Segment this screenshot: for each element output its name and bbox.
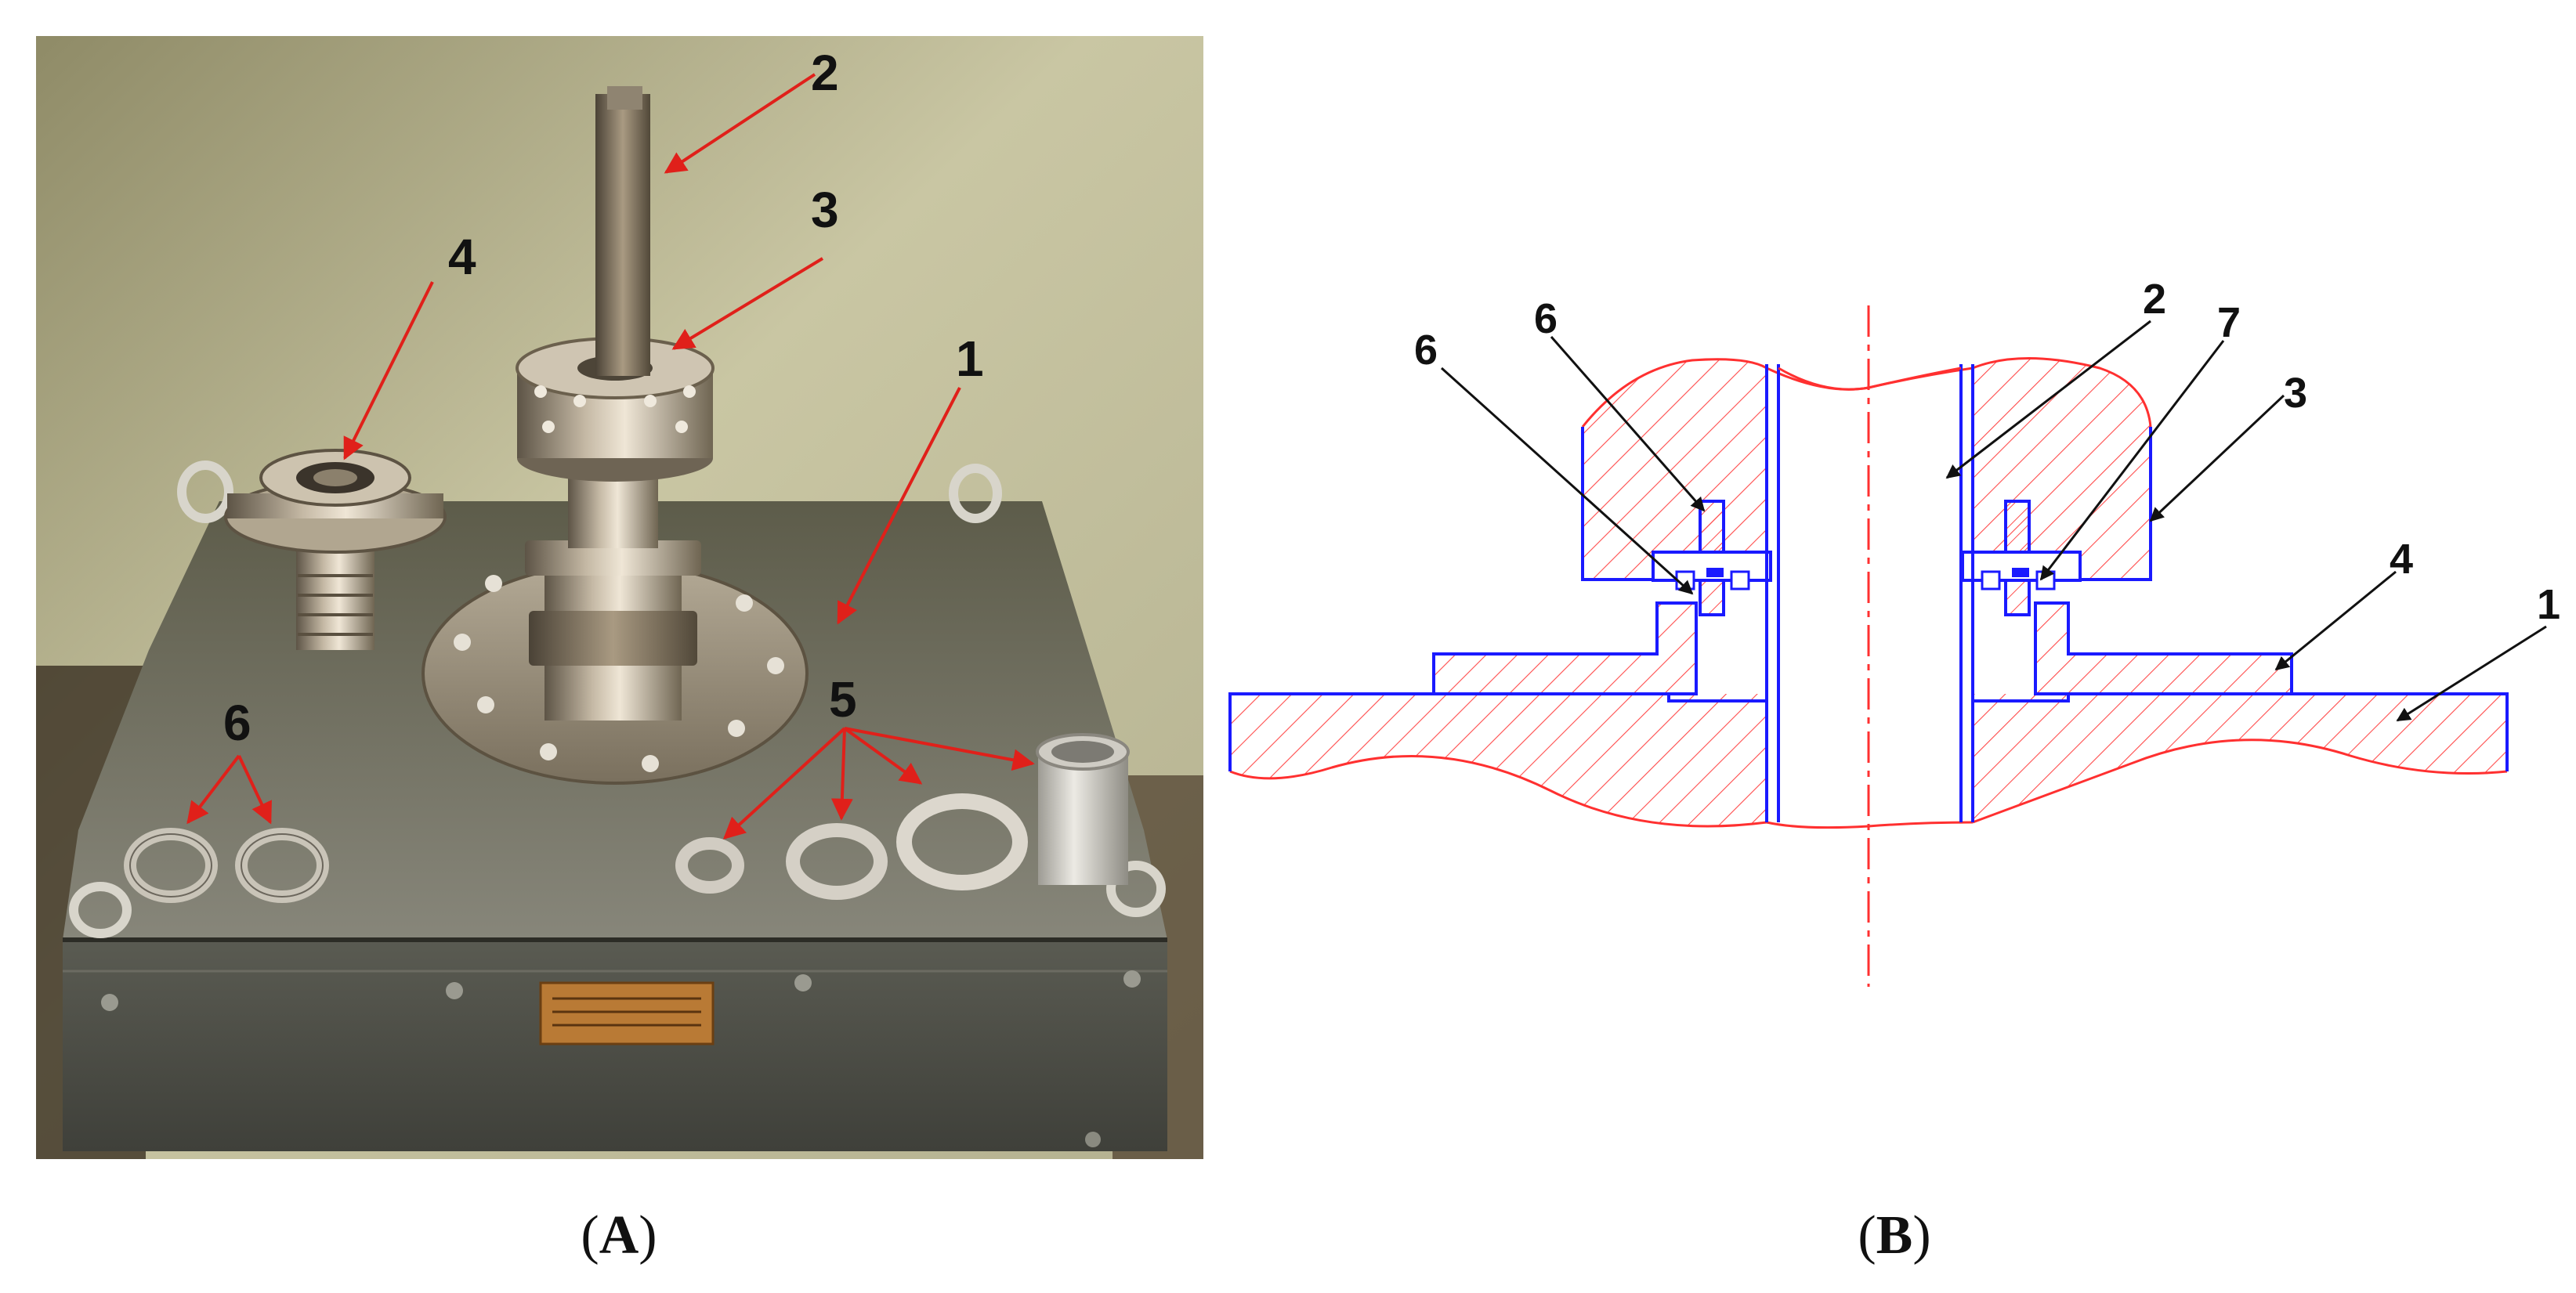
callout-a-6: 6: [223, 695, 251, 751]
panel-a-callouts: 2 3 4 1 5 6: [223, 45, 984, 751]
section-seal-ring-6-7: [1652, 500, 2082, 616]
panel-b-caption: (B): [1858, 1205, 1930, 1266]
section-flange-4: [1432, 601, 2293, 695]
callout-b-6-top: 6: [1534, 295, 1558, 342]
callout-a-4: 4: [448, 229, 476, 285]
callout-a-1: 1: [956, 330, 984, 387]
callout-b-3: 3: [2284, 370, 2307, 417]
rings-6: [124, 828, 329, 903]
nameplate: [539, 981, 715, 1046]
callout-a-2: 2: [811, 45, 839, 101]
callout-b-1: 1: [2537, 581, 2560, 628]
callout-b-6-left: 6: [1414, 327, 1438, 374]
callout-a-3: 3: [811, 182, 839, 238]
rings-and-sleeve-5: [675, 733, 1130, 900]
lifting-eye-bolts: [69, 460, 1166, 938]
panel-a-photo: [36, 36, 1203, 1159]
panel-a-leaders: [186, 73, 1035, 840]
panel-b-callouts: 6 6 2 7 3 4 1: [1414, 276, 2560, 628]
callout-a-5: 5: [829, 671, 857, 728]
panel-b-section-drawing: 6 6 2 7 3 4 1: [1228, 276, 2560, 987]
callout-b-7: 7: [2217, 299, 2241, 346]
panel-b-leaders: [1440, 320, 2547, 722]
panel-a-caption: (A): [581, 1205, 657, 1266]
callout-b-4: 4: [2390, 536, 2413, 583]
callout-b-2: 2: [2143, 276, 2166, 323]
test-rig-housing: [63, 940, 1167, 1151]
shaft-2: [595, 94, 650, 376]
